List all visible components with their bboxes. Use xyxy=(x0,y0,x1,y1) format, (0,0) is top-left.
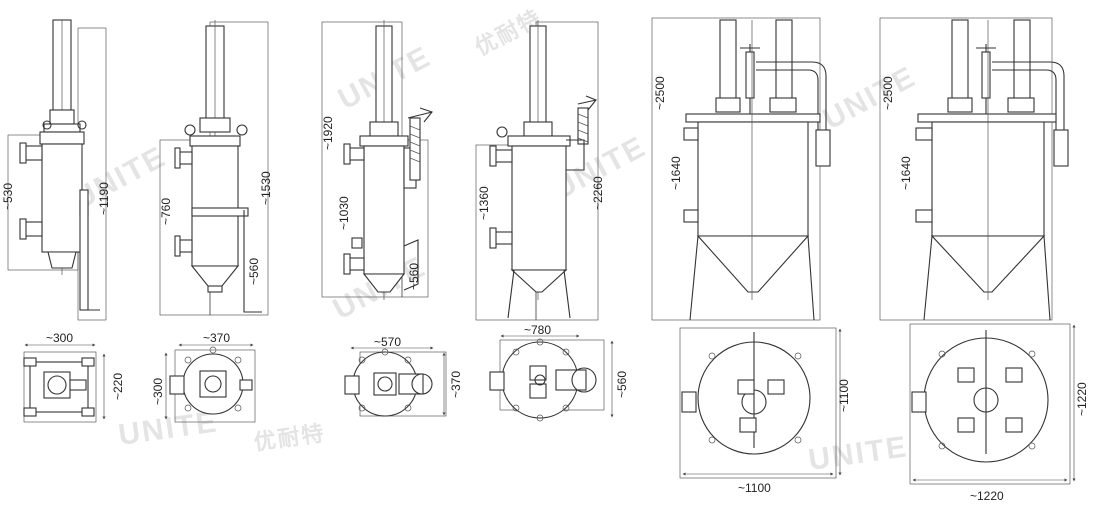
unit-5-plan xyxy=(679,327,837,479)
dim-unit-3-plan-depth: ~370 xyxy=(449,371,463,398)
dim-unit-4-total-height: ~2260 xyxy=(591,176,605,210)
dim-unit-1-plan-width: ~300 xyxy=(46,331,73,345)
dim-unit-1-side-height: ~530 xyxy=(1,183,15,210)
unit-4-dimensions: ~1360 ~2260 ~780 ~560 xyxy=(477,176,629,418)
dim-unit-3-plan-width: ~570 xyxy=(374,335,401,349)
dim-unit-2-inlet-height: ~560 xyxy=(247,258,261,285)
watermark-text-3: UNITE xyxy=(818,60,922,136)
dim-unit-6-total-height: ~2500 xyxy=(881,76,895,110)
unit-6-dimensions: ~2500 ~1640 ~1220 ~1220 xyxy=(881,76,1089,503)
dim-unit-6-plan-width: ~1220 xyxy=(970,489,1004,503)
unit-4-elevation xyxy=(475,20,599,321)
unit-3-dimensions: ~1920 ~1030 ~560 ~570 ~370 xyxy=(321,116,463,416)
unit-2-plan xyxy=(169,346,256,423)
unit-6-plan xyxy=(909,323,1071,485)
unit-1-plan xyxy=(23,351,97,423)
dim-unit-3-body-height: ~1030 xyxy=(337,196,351,230)
dim-unit-5-body-height: ~1640 xyxy=(669,156,683,190)
dim-unit-5-plan-width: ~1100 xyxy=(738,481,771,495)
dim-unit-5-plan-depth: ~1100 xyxy=(837,379,851,412)
dim-unit-3-inlet-height: ~560 xyxy=(407,263,421,290)
dim-unit-1-total-height: ~1190 xyxy=(97,182,111,215)
dim-unit-2-total-height: ~1530 xyxy=(259,171,273,205)
dim-unit-2-body-height: ~760 xyxy=(159,198,173,225)
dim-unit-3-total-height: ~1920 xyxy=(321,116,335,150)
unit-2-elevation xyxy=(159,20,269,316)
dim-unit-4-plan-depth: ~560 xyxy=(615,371,629,398)
dim-unit-5-total-height: ~2500 xyxy=(653,76,667,110)
unit-3-elevation xyxy=(321,20,433,300)
watermark-cn-2: 优耐特 xyxy=(252,420,327,455)
watermark-text-7: UNITE xyxy=(806,430,910,477)
unit-2-dimensions: ~760 ~1530 ~560 ~370 ~300 xyxy=(151,171,273,420)
unit-4-plan xyxy=(489,338,605,422)
unit-1-elevation xyxy=(7,19,107,321)
unit-3-plan xyxy=(344,348,447,417)
dim-unit-6-body-height: ~1640 xyxy=(899,156,913,190)
unit-6-elevation xyxy=(879,17,1069,321)
dim-unit-4-body-height: ~1360 xyxy=(477,186,491,220)
dim-unit-2-plan-width: ~370 xyxy=(203,331,230,345)
unit-5-elevation xyxy=(651,17,831,321)
dim-unit-6-plan-depth: ~1220 xyxy=(1075,382,1089,416)
dim-unit-1-plan-depth: ~220 xyxy=(111,373,125,400)
unit-1-dimensions: ~530 ~1190 ~300 ~220 xyxy=(1,182,125,420)
unit-5-dimensions: ~2500 ~1640 ~1100 ~1100 xyxy=(653,76,851,495)
dim-unit-2-plan-depth: ~300 xyxy=(151,378,165,405)
dim-unit-4-plan-width: ~780 xyxy=(524,323,551,337)
